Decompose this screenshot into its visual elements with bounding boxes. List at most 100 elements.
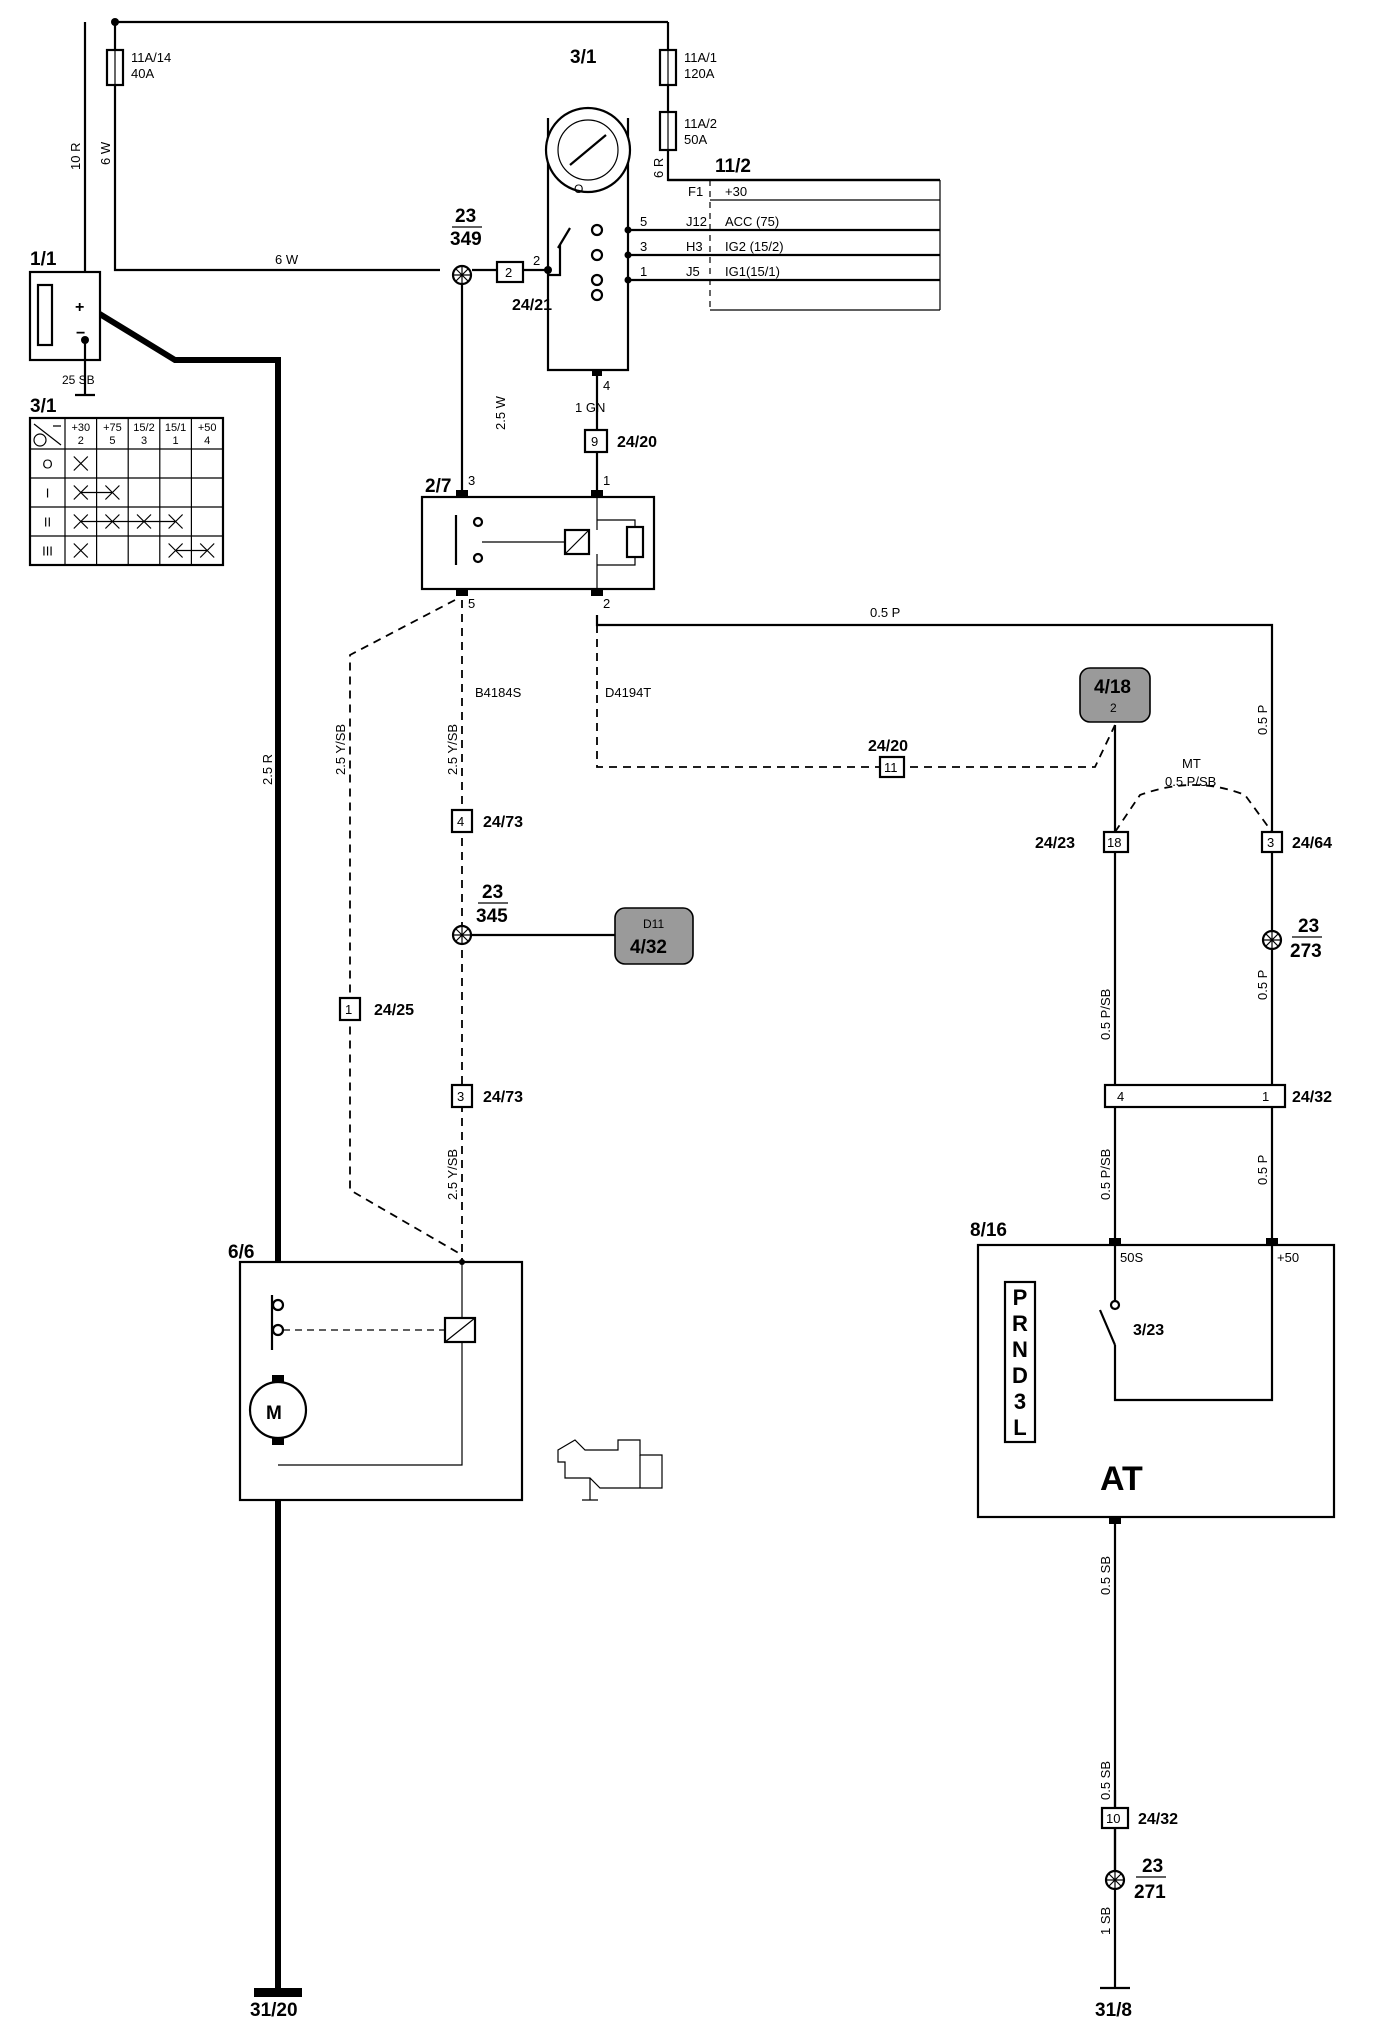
wire-label-6w-top: 6 W (98, 141, 113, 165)
connector-pin: 9 (591, 434, 598, 449)
connector-24-32-10: 10 24/32 (1100, 1790, 1178, 1880)
starter-icon (557, 1439, 663, 1501)
connector-24-23: 18 24/23 (1035, 830, 1130, 854)
wire-label-25ysb-c: 2.5 Y/SB (445, 1149, 460, 1200)
switch-position-label: O (42, 457, 52, 472)
splice-273: 23 273 (1261, 916, 1322, 962)
gear-position-label: R (1012, 1311, 1028, 1336)
wire-label-10r: 10 R (68, 143, 83, 170)
fusebox-terminal-5: 5 (640, 214, 647, 229)
fuse-11a-14-rating: 40A (131, 66, 154, 81)
splice-id: 271 (1134, 1882, 1166, 1903)
battery: 1/1 + − 25 SB (28, 249, 102, 397)
connector-pin: 1 (345, 1002, 352, 1017)
connector-pin: 1 (1262, 1089, 1269, 1104)
connector-24-64: 3 24/64 (1260, 830, 1332, 854)
connector-ref: 24/20 (617, 434, 657, 451)
splice-page: 23 (1298, 916, 1319, 937)
engine-variant-b4184s: B4184S (475, 685, 522, 700)
connector-24-73-4: 4 24/73 (450, 808, 523, 834)
splice-id: 273 (1290, 941, 1322, 962)
switch-table-header: 15/1 (165, 422, 186, 434)
fusebox-terminal-1: 1 (640, 264, 647, 279)
motor-label: M (266, 1403, 282, 1424)
gear-switch-ref: 3/23 (1133, 1322, 1164, 1339)
battery-ref: 1/1 (30, 249, 57, 270)
connector-24-21: 2 24/21 (472, 260, 552, 314)
switch-terminal-4: 4 (603, 378, 610, 393)
switch-table-ref: 3/1 (30, 396, 57, 417)
wire-label-05sb-a: 0.5 SB (1098, 1556, 1113, 1595)
starter-motor: 6/6 M (228, 1242, 524, 1502)
switch-terminal-2: 2 (533, 253, 540, 268)
fuse-11a-2: 11A/2 50A (658, 110, 717, 152)
gear-position-label: P (1013, 1285, 1028, 1310)
fuse-11a-14-id: 11A/14 (131, 50, 171, 65)
connector-pin: 4 (1117, 1089, 1124, 1104)
wire-label-05psb-v1: 0.5 P/SB (1098, 989, 1113, 1040)
switch-table-header: +50 (198, 422, 217, 434)
connector-ref: 24/25 (374, 1002, 414, 1019)
switch-table-header: +75 (103, 422, 122, 434)
engine-variant-d4194t: D4194T (605, 685, 651, 700)
ignition-switch: 3/1 O 2 4 (533, 47, 632, 393)
fusebox-11-2: 11/2 F1 +30 J12 ACC (75) 5 H3 IG2 (15/2)… (624, 156, 941, 311)
connector-ref: 24/23 (1035, 835, 1075, 852)
gear-position-label: L (1013, 1415, 1026, 1440)
reference-id: 4/18 (1094, 677, 1131, 698)
fusebox-label-30: +30 (725, 184, 747, 199)
transmission-ref: 8/16 (970, 1220, 1007, 1241)
connector-pin: 4 (457, 814, 464, 829)
connector-ref: 24/64 (1292, 835, 1332, 852)
connector-pin: 3 (457, 1089, 464, 1104)
connector-ref: 24/21 (512, 297, 552, 314)
connector-pin: 10 (1106, 1811, 1120, 1826)
wire-label-25ysb-b: 2.5 Y/SB (445, 724, 460, 775)
switch-table-pin: 4 (204, 435, 210, 447)
wire-label-25w: 2.5 W (493, 395, 508, 430)
wire-label-mt: MT (1182, 756, 1201, 771)
wire-label-05p-v3: 0.5 P (1255, 1155, 1270, 1185)
splice-271: 23 271 (1104, 1856, 1166, 1903)
switch-table-header: 15/2 (133, 422, 154, 434)
connector-pin: 18 (1107, 835, 1121, 850)
splice-page: 23 (1142, 1856, 1163, 1877)
fusebox-terminal-3: 3 (640, 239, 647, 254)
splice-id: 345 (476, 906, 508, 927)
ground-31-20: 31/20 (250, 1988, 302, 2021)
at-terminal-plus50: +50 (1277, 1250, 1299, 1265)
reference-pin: 2 (1110, 701, 1117, 715)
connector-pin: 11 (884, 760, 898, 775)
connector-ref: 24/73 (483, 814, 523, 831)
fusebox-ref: 11/2 (715, 156, 751, 177)
switch-position-label: III (42, 544, 53, 559)
wire-label-05p-v1: 0.5 P (1255, 705, 1270, 735)
relay-ref: 2/7 (425, 476, 451, 497)
connector-ref: 24/73 (483, 1089, 523, 1106)
fuse-11a-1-id: 11A/1 (684, 50, 717, 65)
relay-terminal-1: 1 (603, 473, 610, 488)
connector-pin: 3 (1267, 835, 1274, 850)
splice-id: 349 (450, 229, 482, 250)
svg-text:−: − (76, 325, 85, 342)
wire-label-05psb-v2: 0.5 P/SB (1098, 1149, 1113, 1200)
connector-pin: 2 (505, 265, 512, 280)
gear-position-label: N (1012, 1337, 1028, 1362)
wire-label-05p-h: 0.5 P (870, 605, 900, 620)
connector-24-32-block: 4 1 24/32 (1103, 1083, 1332, 1109)
fuse-11a-1-rating: 120A (684, 66, 715, 81)
fusebox-pin-f1: F1 (688, 184, 703, 199)
switch-table-pin: 2 (78, 435, 84, 447)
wiring (81, 18, 1274, 1988)
switch-table-pin: 5 (109, 435, 115, 447)
switch-contact-mark (73, 543, 89, 558)
reference-id: 4/32 (630, 937, 667, 958)
connector-24-25: 1 24/25 (338, 996, 414, 1022)
reference-4-18: 4/18 2 (1079, 667, 1151, 723)
wire-label-6r: 6 R (651, 158, 666, 178)
wire-label-1sb: 1 SB (1098, 1907, 1113, 1935)
wire-label-25r: 2.5 R (260, 754, 275, 785)
switch-table-pin: 1 (173, 435, 179, 447)
